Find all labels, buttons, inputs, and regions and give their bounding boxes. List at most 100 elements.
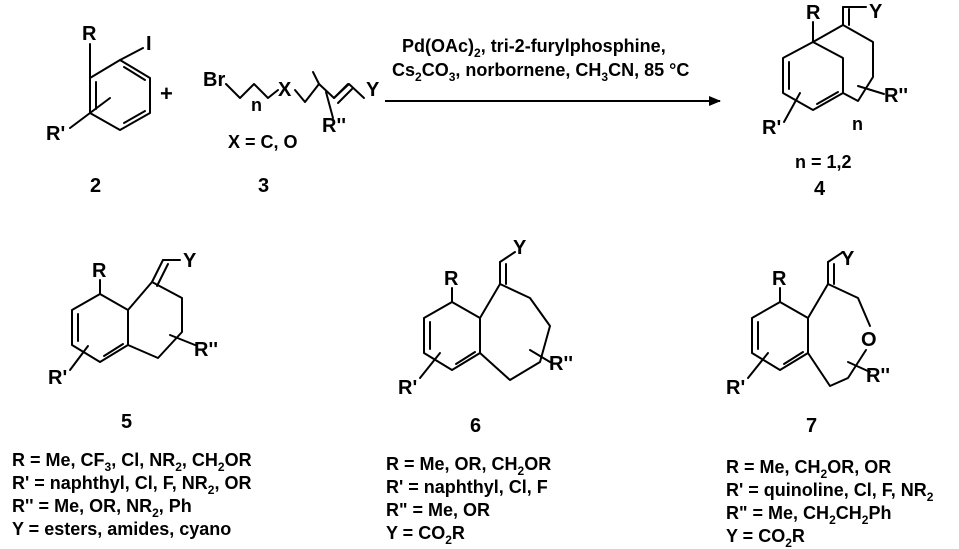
compound-7-atom-rpp: R'' <box>866 365 890 387</box>
desc-text: OR <box>524 454 551 474</box>
desc-sub: 2 <box>821 467 828 481</box>
desc-text: Y = CO <box>726 526 785 546</box>
compound-4-double-bond <box>816 91 839 105</box>
desc-text: , Cl, NR <box>111 450 175 470</box>
compound-7-structure <box>747 251 871 387</box>
compound-6-atom-r: R <box>444 268 459 290</box>
compound-5-structure <box>69 259 196 371</box>
conditions-text: Pd(OAc) <box>402 36 474 56</box>
desc-text: Y = CO <box>386 523 445 543</box>
compound-2-atom-r: R <box>82 23 97 45</box>
compound-7-desc-line: R' = quinoline, Cl, F, NR2 <box>726 480 934 504</box>
compound-6-y-bond <box>499 251 516 263</box>
compound-4-atom-y: Y <box>869 1 883 23</box>
compound-6-desc-line: Y = CO2R <box>386 523 465 547</box>
desc-text: R <box>792 526 805 546</box>
compound-3-atom-y: Y <box>366 79 380 101</box>
compound-7-atom-y: Y <box>841 248 855 270</box>
compound-7-atom-r: R <box>772 268 787 290</box>
conditions-sub: 3 <box>449 70 456 84</box>
compound-5-benzene <box>71 293 129 363</box>
compound-5-number: 5 <box>121 411 132 433</box>
desc-sub: 2 <box>862 513 869 527</box>
compound-5-rpp-bond <box>169 334 196 346</box>
desc-sub: 2 <box>445 533 452 547</box>
desc-sub: 2 <box>175 460 182 474</box>
compound-4-atom-n: n <box>852 114 863 134</box>
compound-6-rp-bond <box>419 352 441 379</box>
compound-4-structure <box>782 6 885 123</box>
desc-sub: 2 <box>785 536 792 549</box>
compound-4-atom-rpp: R'' <box>884 85 908 107</box>
compound-3-atom-rpp: R'' <box>322 115 346 137</box>
compound-7-desc-line: R = Me, CH2OR, OR <box>726 457 891 481</box>
desc-text: R' = naphthyl, Cl, F <box>386 477 548 497</box>
compound-6-desc-line: R" = Me, OR <box>386 500 490 520</box>
desc-sub: 2 <box>218 460 225 474</box>
compound-6-desc-line: R' = naphthyl, Cl, F <box>386 477 548 497</box>
desc-sub: 3 <box>105 460 112 474</box>
compound-7-ring-lower <box>807 349 867 387</box>
desc-text: R = Me, OR, CH <box>386 454 518 474</box>
desc-sub: 2 <box>518 464 525 478</box>
compound-4-number: 4 <box>814 178 826 200</box>
compound-5-desc-line: R' = naphthyl, Cl, F, NR2, OR <box>12 473 252 497</box>
compound-7-ring-upper <box>807 283 871 327</box>
compound-3-chain <box>225 83 279 99</box>
desc-sub: 2 <box>927 490 934 504</box>
compound-4-rpp-bond <box>857 85 885 95</box>
conditions-text: , tri-2-furylphosphine, <box>481 36 666 56</box>
compound-7-rp-bond <box>747 352 769 379</box>
compound-2-double-bond <box>123 110 146 124</box>
compound-5-desc-line: R'' = Me, OR, NR2, Ph <box>12 496 192 520</box>
desc-text: R <box>452 523 465 543</box>
compound-7-number: 7 <box>806 415 817 437</box>
compound-3-chain-right <box>294 83 365 103</box>
desc-text: , CH <box>182 450 218 470</box>
compound-3-atom-br: Br <box>203 69 225 91</box>
compound-5-atom-y: Y <box>183 250 197 272</box>
compound-6-atom-rp: R' <box>398 377 417 399</box>
compound-2-i-bond <box>119 47 144 61</box>
compound-2-structure <box>69 43 151 131</box>
compound-3-number: 3 <box>258 175 269 197</box>
desc-text: R' = naphthyl, Cl, F, NR <box>12 473 208 493</box>
compound-5-atom-r: R <box>92 260 107 282</box>
compound-6-desc-line: R = Me, OR, CH2OR <box>386 454 551 478</box>
compound-6-benzene <box>423 301 481 371</box>
compound-7-atom-rp: R' <box>726 377 745 399</box>
compound-5-ring <box>127 281 183 359</box>
desc-text: R' = quinoline, Cl, F, NR <box>726 480 927 500</box>
compound-5-exocyclic-double <box>156 263 169 287</box>
desc-sub: 2 <box>829 513 836 527</box>
compound-3-alkene-double <box>337 88 353 104</box>
compound-3-atom-n: n <box>251 95 262 115</box>
compound-7-atom-o: O <box>861 329 877 351</box>
desc-sub: 2 <box>208 483 215 497</box>
plus-sign: + <box>160 81 173 106</box>
compound-2-number: 2 <box>90 175 101 197</box>
compound-4-benzene <box>782 41 844 111</box>
compound-3-structure <box>225 71 365 119</box>
compound-6-atom-rpp: R'' <box>549 353 573 375</box>
desc-text: , OR <box>214 473 251 493</box>
compound-6-structure <box>419 251 551 381</box>
compound-4-atom-r: R <box>806 2 821 24</box>
conditions-text: CN, 85 °C <box>608 60 689 80</box>
compound-7-double-bond <box>783 351 804 365</box>
compound-4-atom-rp: R' <box>762 117 781 139</box>
compound-3-alkene <box>333 83 349 99</box>
compound-6-atom-y: Y <box>513 237 527 259</box>
desc-text: R = Me, CH <box>726 457 821 477</box>
desc-sub: 2 <box>152 506 159 520</box>
desc-text: Ph <box>868 503 891 523</box>
compound-2-ring <box>89 59 151 131</box>
compound-4-rp-bond <box>783 92 801 123</box>
conditions-sub: 2 <box>474 46 481 60</box>
desc-text: R" = Me, CH <box>726 503 829 523</box>
compound-7-desc-line: R" = Me, CH2CH2Ph <box>726 503 891 527</box>
compound-6-double-bond <box>455 351 476 365</box>
conditions-sub: 2 <box>415 70 422 84</box>
compound-6-number: 6 <box>470 415 481 437</box>
